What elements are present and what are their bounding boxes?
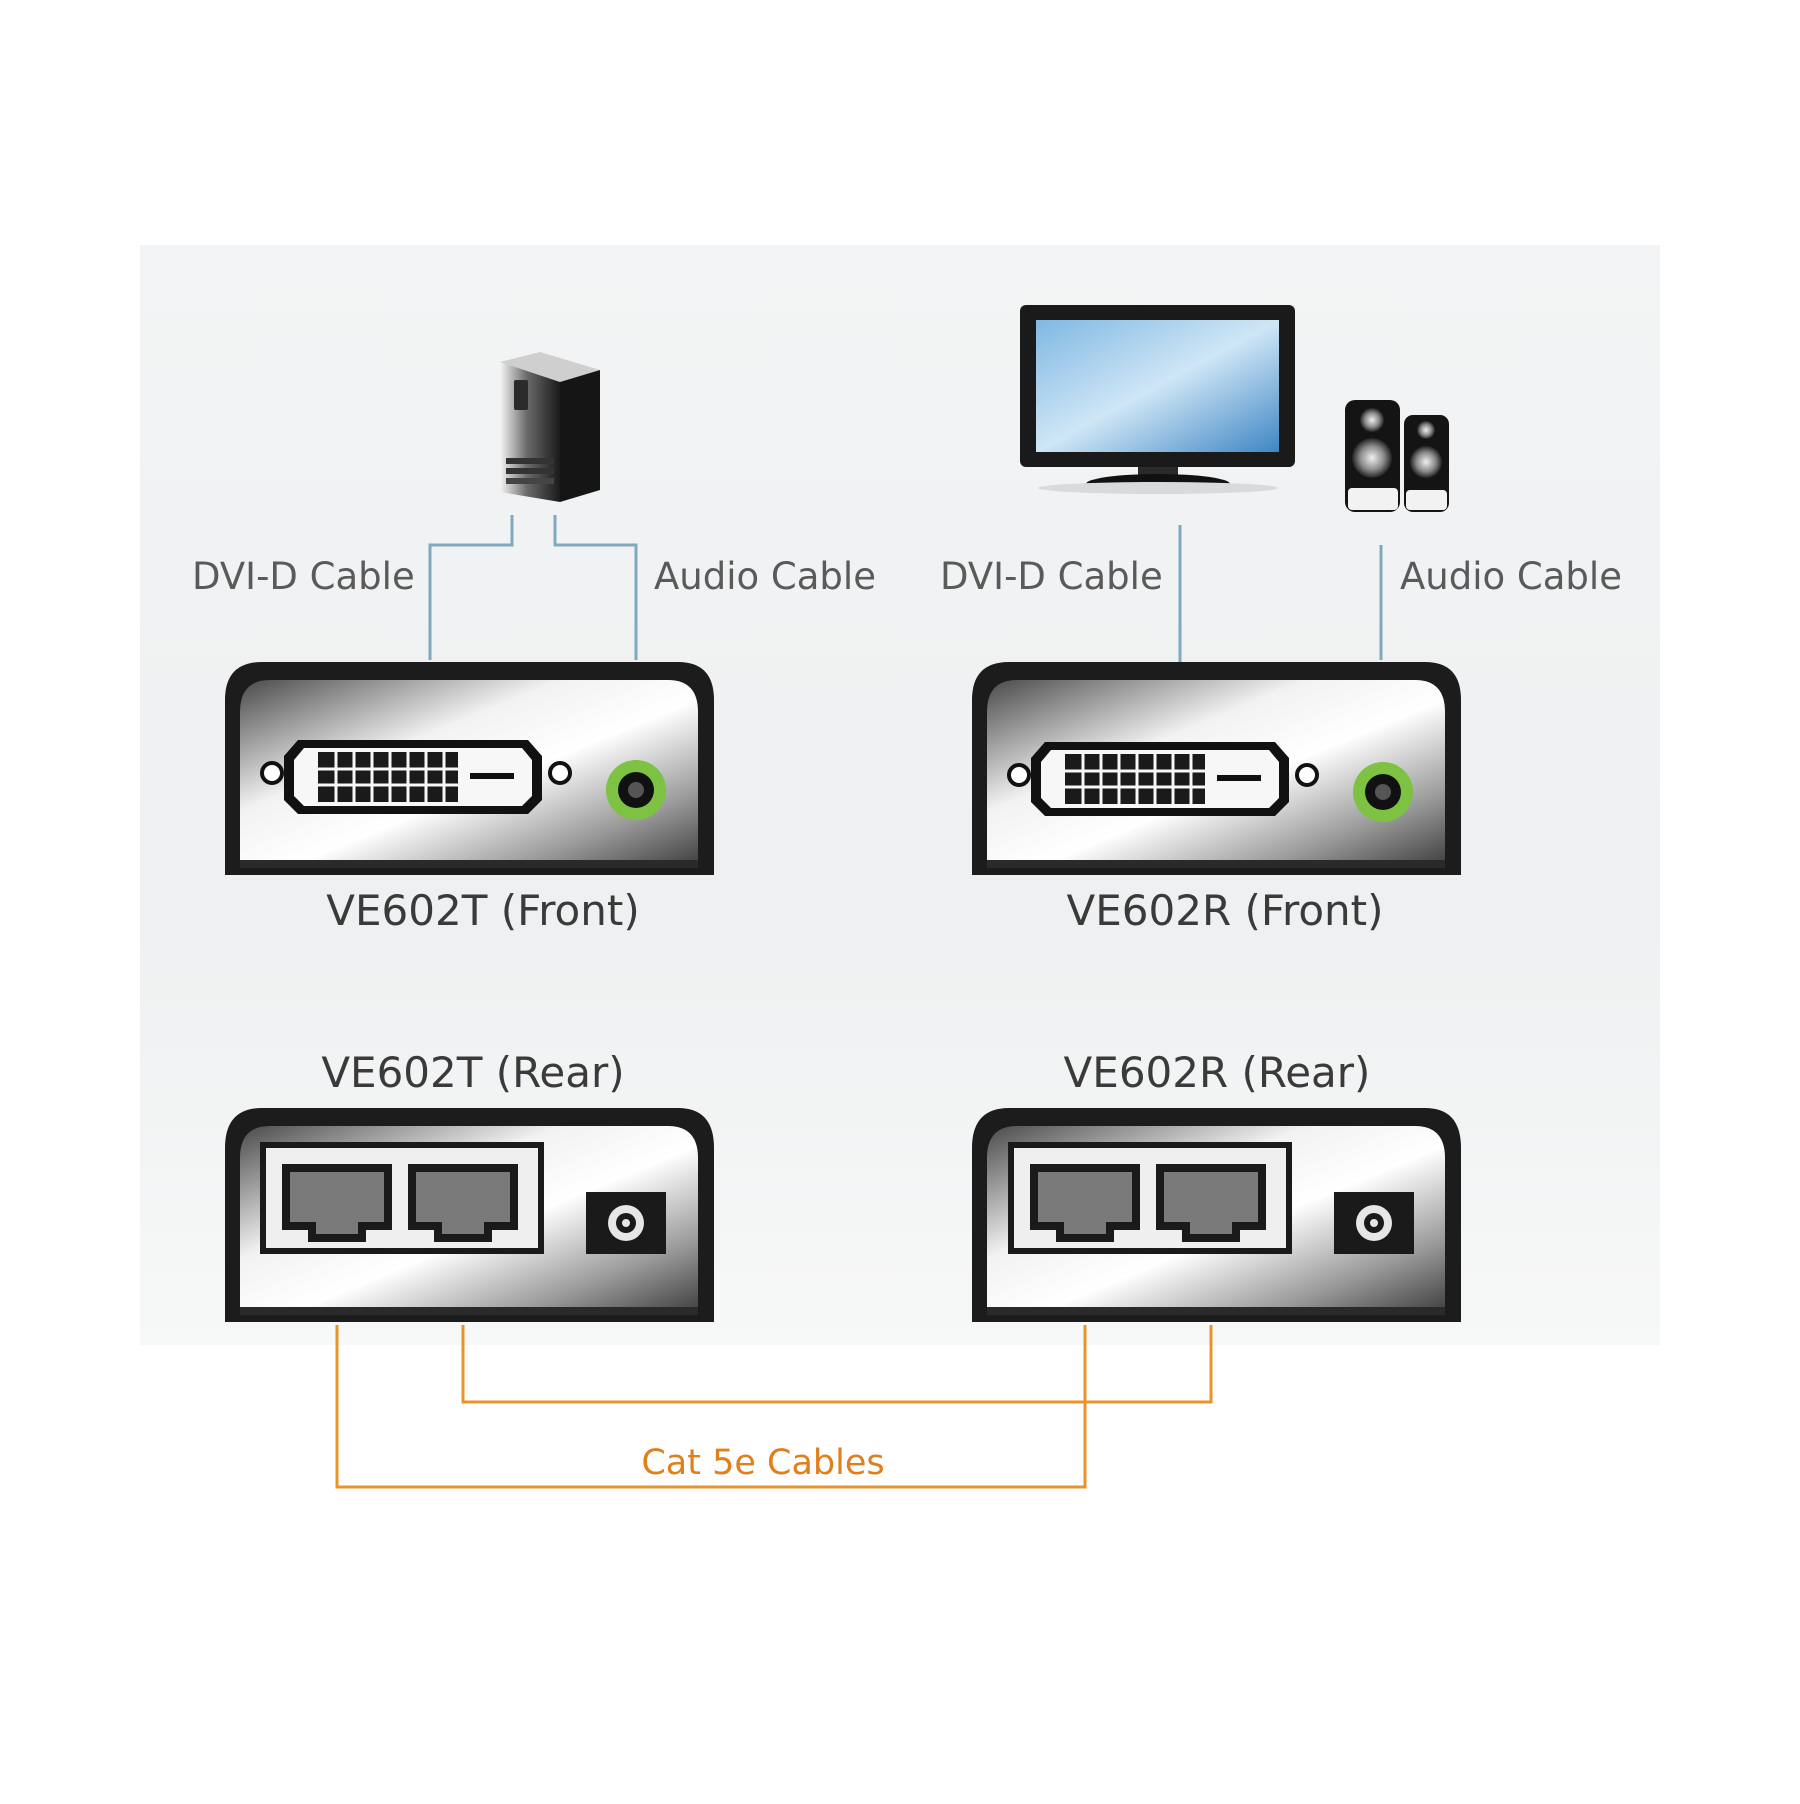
tx-dvi-cable-label: DVI-D Cable [192, 555, 415, 598]
rx-rear-unit [972, 1108, 1461, 1322]
rx-front-label: VE602R (Front) [1067, 886, 1384, 935]
cat5e-cables [335, 1325, 1213, 1489]
tx-front-unit [225, 662, 714, 875]
rj45-port-icon [1030, 1164, 1140, 1242]
rx-front-unit [972, 662, 1461, 875]
rj45-port-icon [408, 1164, 518, 1242]
tx-rear-unit [225, 1108, 714, 1322]
audio-jack-icon [606, 760, 666, 820]
rj45-port-icon [282, 1164, 392, 1242]
dvi-port-icon [260, 740, 572, 814]
tx-front-label: VE602T (Front) [326, 886, 639, 935]
tx-audio-cable-label: Audio Cable [654, 555, 876, 598]
audio-jack-icon [1353, 762, 1413, 822]
tx-device-cables [428, 515, 638, 660]
rx-rear-label: VE602R (Rear) [1064, 1048, 1371, 1097]
monitor-icon [1020, 305, 1295, 494]
rx-dvi-cable-label: DVI-D Cable [940, 555, 1163, 598]
speakers-icon [1345, 400, 1449, 512]
cat5e-cables-label: Cat 5e Cables [641, 1443, 884, 1483]
computer-tower-icon [500, 352, 600, 502]
tx-rear-label: VE602T (Rear) [321, 1048, 624, 1097]
dvi-port-icon [1007, 742, 1319, 816]
rx-audio-cable-label: Audio Cable [1400, 555, 1622, 598]
power-jack-icon [586, 1192, 666, 1254]
rj45-port-icon [1156, 1164, 1266, 1242]
power-jack-icon [1334, 1192, 1414, 1254]
